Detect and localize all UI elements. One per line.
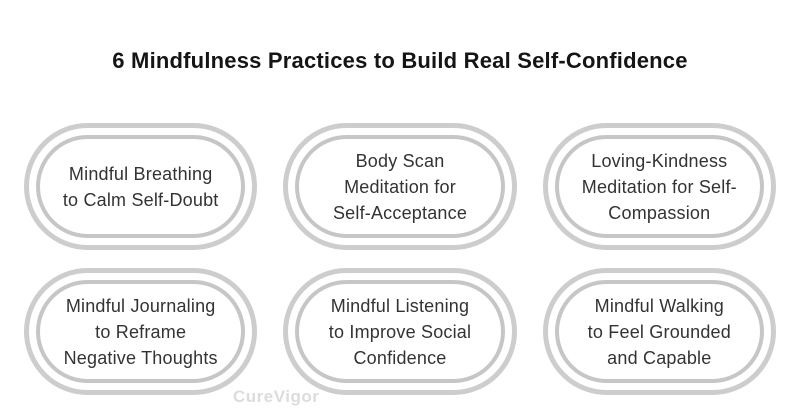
pill-inner-ring: Mindful Walking to Feel Grounded and Cap… — [554, 280, 764, 383]
practice-pill-body-scan: Body Scan Meditation for Self-Acceptance — [283, 123, 517, 250]
pill-text-line: Self-Acceptance — [332, 202, 468, 223]
pill-inner-ring: Body Scan Meditation for Self-Acceptance — [295, 135, 505, 238]
pill-text-line: Meditation for Self- — [581, 176, 737, 197]
pill-inner-ring: Mindful Breathing to Calm Self-Doubt — [36, 135, 246, 238]
pill-text-line: Meditation for — [344, 176, 456, 197]
pill-text-line: to Reframe — [95, 321, 187, 342]
practice-pill-mindful-listening: Mindful Listening to Improve Social Conf… — [283, 268, 517, 395]
pill-text-line: to Feel Grounded — [587, 321, 731, 342]
practice-pill-mindful-walking: Mindful Walking to Feel Grounded and Cap… — [542, 268, 776, 395]
pill-text-line: to Improve Social — [328, 321, 472, 342]
practice-pill-mindful-journaling: Mindful Journaling to Reframe Negative T… — [24, 268, 258, 395]
pill-inner-ring: Loving-Kindness Meditation for Self- Com… — [554, 135, 764, 238]
pill-text-line: Mindful Walking — [594, 295, 725, 316]
pill-text-line: Mindful Breathing — [68, 163, 213, 184]
pill-text-line: Body Scan — [355, 150, 445, 171]
pill-text-line: and Capable — [607, 347, 712, 368]
practice-pill-loving-kindness: Loving-Kindness Meditation for Self- Com… — [542, 123, 776, 250]
pill-text-line: Confidence — [353, 347, 447, 368]
pill-text-line: to Calm Self-Doubt — [62, 189, 219, 210]
pill-text-line: Negative Thoughts — [63, 347, 218, 368]
pill-text-line: Mindful Listening — [330, 295, 470, 316]
pill-text-line: Loving-Kindness — [591, 150, 728, 171]
pill-text-line: Mindful Journaling — [65, 295, 216, 316]
practice-pill-grid: Mindful Breathing to Calm Self-Doubt Bod… — [24, 123, 776, 395]
pill-inner-ring: Mindful Journaling to Reframe Negative T… — [36, 280, 246, 383]
pill-text-line: Compassion — [608, 202, 711, 223]
diagram-title: 6 Mindfulness Practices to Build Real Se… — [112, 48, 688, 73]
practice-pill-mindful-breathing: Mindful Breathing to Calm Self-Doubt — [24, 123, 258, 250]
pill-inner-ring: Mindful Listening to Improve Social Conf… — [295, 280, 505, 383]
watermark: CureVigor — [233, 387, 320, 406]
